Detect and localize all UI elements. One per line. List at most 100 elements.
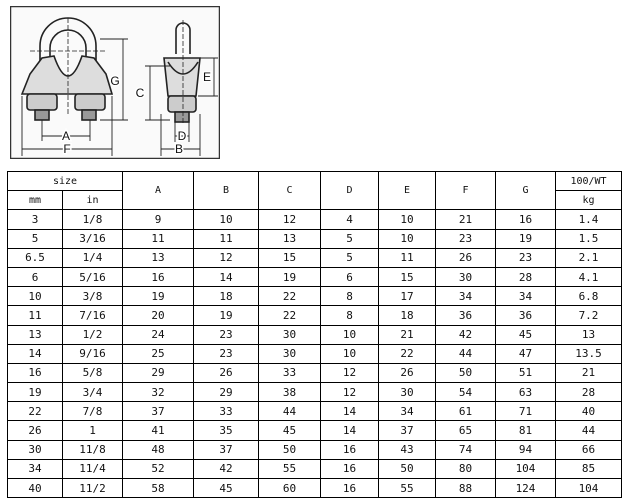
table-cell: 29 [122,362,194,384]
table-cell: 10 [7,286,63,307]
table-cell: 80 [435,458,496,480]
table-cell: 26 [435,247,496,268]
table-cell: 7/8 [62,401,123,422]
header-row-1: size A B C D E F G 100/WT [7,170,622,211]
table-cell: 50 [378,458,436,480]
table-cell: 2.1 [555,247,622,268]
table-cell: 94 [495,439,556,460]
table-cell: 44 [435,343,496,364]
col-e-header: E [378,170,436,211]
table-cell: 12 [320,382,379,403]
table-cell: 104 [555,477,622,499]
table-cell: 26 [7,420,63,441]
table-cell: 14 [320,420,379,441]
wire-rope-clip-diagram: A B C D E F G [10,6,220,159]
svg-text:C: C [136,86,145,100]
table-cell: 34 [435,286,496,307]
table-cell: 61 [435,401,496,422]
table-cell: 6.8 [555,286,622,307]
table-cell: 5 [320,228,379,249]
table-cell: 18 [378,305,436,326]
table-cell: 44 [555,420,622,441]
table-cell: 15 [378,266,436,288]
table-cell: 11/4 [62,458,123,480]
table-cell: 14 [320,401,379,422]
table-cell: 37 [193,439,259,460]
table-cell: 30 [7,439,63,460]
table-cell: 13.5 [555,343,622,364]
table-cell: 21 [435,209,496,230]
table-cell: 30 [435,266,496,288]
table-cell: 22 [258,305,321,326]
table-cell: 29 [193,382,259,403]
table-cell: 7/16 [62,305,123,326]
table-cell: 81 [495,420,556,441]
table-cell: 55 [258,458,321,480]
col-a-header: A [122,170,194,211]
table-cell: 33 [193,401,259,422]
table-cell: 13 [7,324,63,345]
table-cell: 22 [378,343,436,364]
table-cell: 23 [193,343,259,364]
table-cell: 6 [320,266,379,288]
table-cell: 34 [378,401,436,422]
table-cell: 9/16 [62,343,123,364]
col-g-header: G [495,170,556,211]
table-cell: 47 [495,343,556,364]
svg-text:F: F [63,142,70,156]
col-d-header: D [320,170,379,211]
table-cell: 21 [555,362,622,384]
table-cell: 58 [122,477,194,499]
table-cell: 18 [193,286,259,307]
table-cell: 19 [495,228,556,249]
table-cell: 4 [320,209,379,230]
table-cell: 11 [193,228,259,249]
table-cell: 45 [495,324,556,345]
table-cell: 11 [122,228,194,249]
in-header: in [62,190,123,211]
table-cell: 13 [555,324,622,345]
table-cell: 28 [495,266,556,288]
table-cell: 1/8 [62,209,123,230]
table-cell: 1.4 [555,209,622,230]
table-cell: 40 [555,401,622,422]
table-cell: 38 [258,382,321,403]
table-cell: 41 [122,420,194,441]
table-cell: 42 [435,324,496,345]
table-cell: 6 [7,266,63,288]
table-cell: 13 [122,247,194,268]
table-cell: 43 [378,439,436,460]
table-cell: 52 [122,458,194,480]
table-cell: 35 [193,420,259,441]
table-cell: 16 [320,477,379,499]
table-cell: 14 [7,343,63,364]
kg-header: kg [555,190,622,211]
col-f-header: F [435,170,496,211]
table-cell: 16 [320,439,379,460]
table-cell: 1.5 [555,228,622,249]
table-cell: 8 [320,286,379,307]
table-cell: 19 [193,305,259,326]
table-cell: 1 [62,420,123,441]
table-cell: 16 [320,458,379,480]
table-cell: 11/8 [62,439,123,460]
table-cell: 19 [258,266,321,288]
table-cell: 44 [258,401,321,422]
table-cell: 63 [495,382,556,403]
table-cell: 65 [435,420,496,441]
size-header: size [7,170,123,192]
table-cell: 5 [7,228,63,249]
table-cell: 45 [258,420,321,441]
table-cell: 23 [495,247,556,268]
